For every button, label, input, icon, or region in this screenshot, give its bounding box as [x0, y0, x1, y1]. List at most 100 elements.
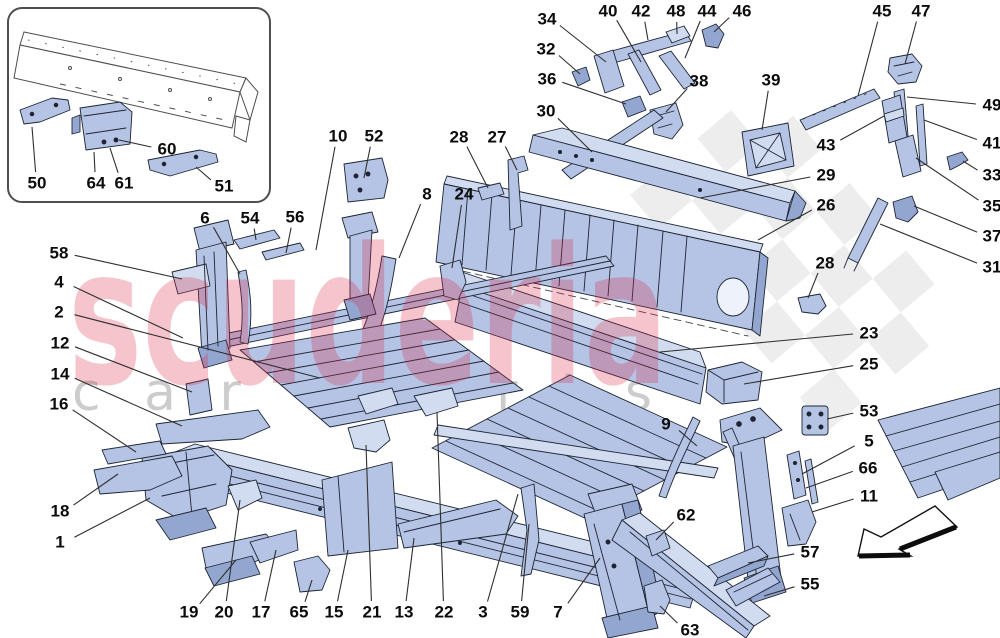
leader-line-23 — [659, 333, 854, 353]
part-23-shape — [454, 285, 707, 405]
part-label-25: 25 — [860, 355, 879, 374]
part-label-45: 45 — [873, 2, 892, 21]
part-label-66: 66 — [859, 459, 878, 478]
sill-b-shape — [611, 519, 755, 638]
part-52-shape — [343, 157, 389, 203]
part-label-65: 65 — [290, 603, 309, 622]
leader-line-4 — [73, 286, 184, 339]
leader-line-36 — [562, 81, 627, 105]
part-label-60: 60 — [158, 140, 177, 159]
part-18-shape — [93, 455, 183, 495]
part-28a-shape — [477, 182, 505, 201]
leader-line-50 — [31, 126, 37, 173]
floor-cross-rail — [433, 424, 719, 479]
part-15-shape — [321, 461, 399, 557]
part-19-wedge — [204, 555, 261, 587]
leader-line-26 — [757, 209, 813, 241]
part-label-22: 22 — [435, 603, 454, 622]
part-label-61: 61 — [115, 174, 134, 193]
part-label-26: 26 — [817, 196, 836, 215]
part-label-15: 15 — [325, 603, 344, 622]
leader-line-39 — [761, 90, 769, 131]
leader-line-17 — [264, 549, 277, 602]
part-label-16: 16 — [50, 395, 69, 414]
part-label-41: 41 — [983, 134, 1000, 153]
part-66-shape — [804, 458, 819, 505]
part-1-lower-wedge — [155, 507, 217, 541]
leader-line-3 — [486, 493, 519, 602]
part-38-shape — [649, 102, 684, 140]
leader-line-44 — [684, 20, 701, 59]
checker-cell — [697, 110, 760, 173]
leader-line-63 — [659, 605, 678, 624]
part-11-shape — [781, 499, 817, 547]
leader-line-22 — [436, 411, 444, 602]
part-label-7: 7 — [553, 603, 562, 622]
part-label-34: 34 — [538, 10, 557, 29]
part-47-shape — [887, 53, 923, 85]
leader-line-47 — [904, 21, 917, 65]
leader-line-1 — [74, 497, 151, 538]
leader-line-28 — [466, 146, 489, 189]
leader-line-16 — [72, 409, 137, 453]
part-label-50: 50 — [28, 174, 47, 193]
part-44-shape — [658, 50, 696, 90]
part-label-37: 37 — [983, 227, 1000, 246]
part-22-shape — [413, 387, 459, 417]
part-12-shape — [185, 378, 213, 416]
part-48-shape — [665, 25, 691, 44]
part-label-28: 28 — [450, 128, 469, 147]
part-20-shape — [227, 479, 263, 511]
part-65-shape — [293, 555, 331, 593]
leader-line-31 — [879, 223, 978, 264]
leader-line-45 — [857, 21, 879, 97]
part-label-1: 1 — [55, 533, 64, 552]
part-label-13: 13 — [395, 603, 414, 622]
part-label-53: 53 — [860, 402, 879, 421]
part-label-19: 19 — [180, 603, 199, 622]
leader-line-58 — [74, 254, 183, 280]
part-41-shape — [915, 103, 928, 167]
leader-line-13 — [405, 537, 415, 602]
inset-highlight-parts — [19, 97, 219, 177]
leader-line-46 — [713, 17, 730, 33]
part-label-6: 6 — [200, 209, 209, 228]
part-10-foot — [343, 293, 377, 321]
part-45-shape — [799, 88, 881, 131]
part-label-36: 36 — [538, 70, 557, 89]
part-shapes — [93, 23, 1000, 638]
part-62-shape — [645, 529, 671, 557]
part-35-shape — [894, 134, 922, 178]
part-label-64: 64 — [87, 174, 106, 193]
part-label-9: 9 — [661, 415, 670, 434]
part-6-shape — [237, 269, 252, 345]
leader-line-7 — [567, 557, 601, 604]
leader-line-25 — [743, 365, 854, 385]
part-label-54: 54 — [241, 209, 260, 228]
leader-line-52 — [363, 146, 371, 179]
part-label-35: 35 — [983, 197, 1000, 216]
part-label-21: 21 — [363, 603, 382, 622]
leader-line-18 — [73, 473, 119, 506]
part-17-shape — [249, 529, 299, 564]
part-label-2: 2 — [54, 303, 63, 322]
leader-line-20 — [225, 499, 241, 602]
leader-line-5 — [801, 445, 855, 475]
part-33-shape — [946, 151, 969, 171]
part-label-59: 59 — [511, 603, 530, 622]
part-label-55: 55 — [801, 575, 820, 594]
leader-line-8 — [398, 203, 422, 259]
part-label-5: 5 — [864, 432, 873, 451]
leader-line-32 — [558, 55, 581, 75]
part-7-foot — [601, 605, 659, 638]
part-label-43: 43 — [817, 136, 836, 155]
leader-line-28 — [807, 272, 819, 299]
part-5-shape — [786, 450, 807, 500]
part-label-32: 32 — [537, 40, 556, 59]
checker-cell — [805, 306, 868, 369]
part-label-11: 11 — [860, 487, 878, 506]
part-60-actuator-shape — [79, 101, 133, 151]
